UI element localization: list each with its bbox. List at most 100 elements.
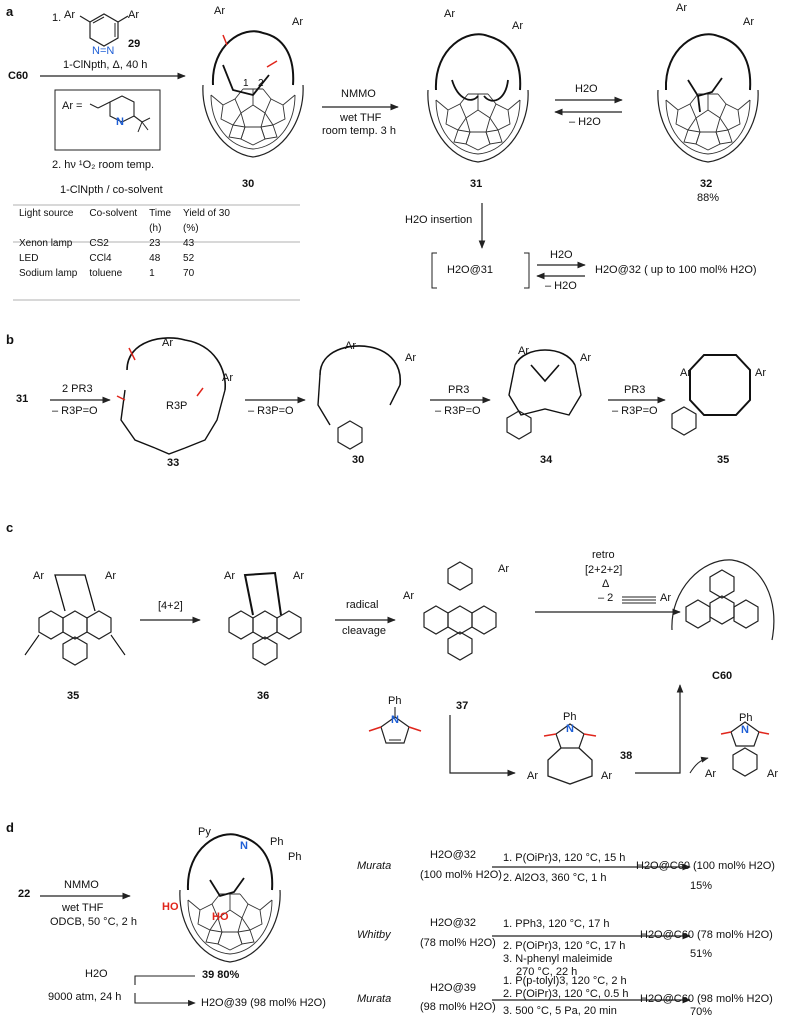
h2o-at-39: H2O@39 (98 mol% H2O) [201, 997, 326, 1009]
ar-33-top: Ar [162, 337, 173, 349]
route2-yield: 51% [690, 948, 713, 960]
r3p-label: R3P [166, 400, 188, 412]
step-4plus2: [4+2] [158, 600, 183, 612]
step-cleavage: cleavage [342, 625, 387, 637]
route3-yield: 70% [690, 1006, 713, 1018]
ar-30b-right: Ar [405, 352, 416, 364]
start-31-label: 31 [16, 393, 29, 405]
table-header: Light source [19, 208, 74, 219]
h2o-31-forward: H2O [550, 249, 573, 261]
reagent-pr3-1: PR3 [448, 384, 470, 396]
table-row: Xenon lamp CS2 23 43 [13, 236, 236, 251]
wet-thf-d: wet THF [62, 902, 104, 914]
route2-step2: 2. P(OiPr)3, 120 °C, 17 h [503, 940, 626, 952]
ar-definition: Ar = [62, 100, 83, 112]
macrocycle-33 [116, 337, 226, 455]
table-cell: 48 [149, 253, 161, 264]
yield-32: 88% [697, 192, 720, 204]
c60-start-label: C60 [8, 70, 29, 82]
h2o-31-backward: – H2O [545, 280, 577, 292]
cage-32-structure [657, 33, 759, 163]
route3-author: Murata [357, 993, 392, 1005]
reagent-2pr3: 2 PR3 [62, 383, 93, 395]
ar-31-left: Ar [444, 8, 455, 20]
phthalimide-product [720, 721, 770, 777]
ar-30-left: Ar [214, 5, 225, 17]
nmmo-label: NMMO [341, 88, 376, 100]
h2o-d: H2O [85, 968, 108, 980]
step1-number: 1. [52, 12, 62, 24]
pyridine-n: N [116, 116, 124, 128]
cond-d: ODCB, 50 °C, 2 h [50, 916, 137, 928]
ar-36-left: Ar [224, 570, 235, 582]
rt-3h-label: room temp. 3 h [322, 125, 396, 137]
cage-30-structure [202, 30, 304, 158]
n-n-label: N=N [92, 45, 115, 57]
start-22-label: 22 [18, 888, 31, 900]
py-label: Py [198, 826, 211, 838]
panel-label-c: c [6, 520, 14, 535]
pos-2-label: 2 [258, 78, 264, 89]
compound-34-label: 34 [540, 454, 553, 466]
table-row: LED CCl4 48 52 [13, 251, 236, 266]
table-header: Yield of 30 [183, 208, 230, 219]
ar-32-right: Ar [743, 16, 754, 28]
table-unit [83, 221, 143, 236]
adduct-36 [228, 571, 302, 666]
fragment-37 [423, 561, 497, 661]
imine-n: N [240, 840, 248, 852]
ar-37-right: Ar [498, 563, 509, 575]
phthalimide-ar-right: Ar [767, 768, 778, 780]
ar-30b-top: Ar [345, 340, 356, 352]
compound-37-label: 37 [456, 700, 469, 712]
maleimide-ph: Ph [388, 695, 402, 707]
nmmo-d: NMMO [64, 879, 99, 891]
compound-31-label: 31 [470, 178, 483, 190]
h2o-backward-label: – H2O [569, 116, 601, 128]
reagent-29-label: 29 [128, 38, 141, 50]
route3-step1: 1. P(p-tolyl)3, 120 °C, 2 h [503, 975, 627, 987]
table-cell: 70 [183, 268, 195, 279]
route2-substrate: H2O@32 [430, 917, 477, 929]
route3-step2: 2. P(OiPr)3, 120 °C, 0.5 h [503, 988, 629, 1000]
ar-32-left: Ar [676, 2, 687, 14]
compound-33-label: 33 [167, 457, 180, 469]
table-cell: CS2 [89, 238, 109, 249]
pos-1-label: 1 [243, 78, 249, 89]
ar-35-right: Ar [755, 367, 766, 379]
ar-35c-right: Ar [105, 570, 116, 582]
byproduct-2: – R3P=O [248, 405, 294, 417]
table-cell: LED [19, 253, 39, 264]
c60-product [671, 559, 775, 641]
table-unit: (h) [149, 223, 162, 234]
table-cell: toluene [89, 268, 123, 279]
route2-product: H2O@C60 (78 mol% H2O) [640, 929, 773, 941]
step-2: 2. hν ¹O₂ room temp. [52, 159, 155, 171]
route2-step1: 1. PPh3, 120 °C, 17 h [503, 918, 610, 930]
reagent-pr3-2: PR3 [624, 384, 646, 396]
c60-product-label: C60 [712, 670, 733, 682]
table-header: Co-solvent [89, 208, 138, 219]
cage-31-structure [427, 33, 529, 163]
phthalimide-ar-left: Ar [705, 768, 716, 780]
route1-author: Murata [357, 860, 392, 872]
route2-step3: 3. N-phenyl maleimide [503, 953, 613, 965]
route3-step3: 3. 500 °C, 5 Pa, 20 min [503, 1005, 617, 1017]
route1-content: (100 mol% H2O) [420, 869, 502, 881]
maleimide-n: N [391, 714, 399, 726]
ho-label-1: HO [162, 901, 179, 913]
ar-36-right: Ar [293, 570, 304, 582]
panel-label-b: b [6, 332, 14, 347]
alkyne-ar-label: Ar [660, 592, 671, 604]
ar-34-right: Ar [580, 352, 591, 364]
ar-label-29-right: Ar [128, 9, 139, 21]
route1-yield: 15% [690, 880, 713, 892]
compound-35c-label: 35 [67, 690, 80, 702]
byproduct-1: – R3P=O [52, 405, 98, 417]
route3-product: H2O@C60 (98 mol% H2O) [640, 993, 773, 1005]
panel-label-a: a [6, 4, 14, 19]
ar-37-left: Ar [403, 590, 414, 602]
route1-substrate: H2O@32 [430, 849, 477, 861]
ph-label-2: Ph [288, 851, 302, 863]
h2o-insertion-label: H2O insertion [405, 214, 473, 226]
